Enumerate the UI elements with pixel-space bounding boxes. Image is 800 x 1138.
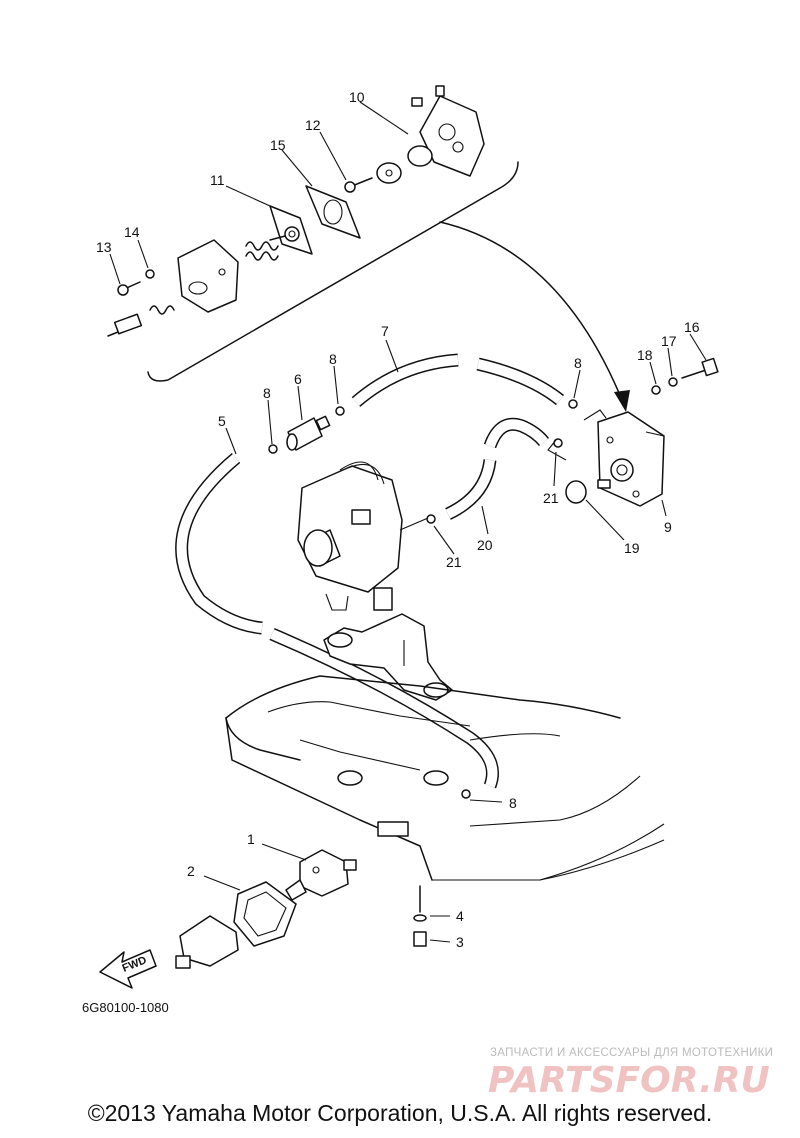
watermark-subtitle: ЗАПЧАСТИ И АКСЕССУАРЫ ДЛЯ МОТОТЕХНИКИ <box>490 1047 773 1059</box>
pump-valve-lower <box>107 313 143 337</box>
callout-4: 4 <box>456 908 464 924</box>
screw-12-part <box>344 177 373 193</box>
diaphragm-ring-part <box>407 145 433 167</box>
callout-17: 17 <box>661 333 677 349</box>
fuel-joint-part <box>285 849 357 901</box>
clip-21-b <box>426 514 436 524</box>
washer-14-part <box>145 269 155 279</box>
washer-17-part <box>668 377 678 387</box>
watermark: ЗАПЧАСТИ И АКСЕССУАРЫ ДЛЯ МОТОТЕХНИКИ PA… <box>488 1047 773 1101</box>
screw-13-part <box>117 281 141 296</box>
fuel-pump-exploded-inset <box>107 85 630 412</box>
callout-14: 14 <box>124 224 140 240</box>
callout-6: 6 <box>294 371 302 387</box>
watermark-brand: PARTSFOR.RU <box>488 1060 770 1101</box>
hose-7 <box>351 353 459 407</box>
pump-cover-part <box>411 85 485 177</box>
hose-main-to-tank <box>269 628 499 789</box>
check-valve-part <box>376 162 402 184</box>
pump-spring-lower <box>149 305 175 315</box>
callout-21-b: 21 <box>446 554 462 570</box>
clip-8-c <box>568 399 578 409</box>
clip-8-b <box>335 406 345 416</box>
callout-2: 2 <box>187 863 195 879</box>
hose-5 <box>175 453 263 635</box>
fuel-tank <box>225 675 665 881</box>
callout-19: 19 <box>624 540 640 556</box>
bolt-16-part <box>681 357 719 379</box>
callout-18: 18 <box>637 347 653 363</box>
callout-7: 7 <box>381 323 389 339</box>
washer-4-part <box>413 914 427 922</box>
callout-15: 15 <box>270 137 286 153</box>
hose-7b <box>476 357 565 406</box>
callout-labels: 10 12 15 11 14 13 7 8 6 8 5 8 18 17 16 9… <box>96 89 700 950</box>
callout-1: 1 <box>247 831 255 847</box>
pump-spring-upper <box>245 241 279 261</box>
clip-8-a <box>268 444 278 454</box>
fuel-pump-part <box>597 411 665 507</box>
callout-9: 9 <box>664 519 672 535</box>
callout-8-d: 8 <box>509 795 517 811</box>
bolt-3-part <box>413 885 427 947</box>
leader-lines <box>109 101 707 943</box>
hose-upper-bend <box>483 417 550 449</box>
diagram-code: 6G80100-1080 <box>82 1000 169 1015</box>
callout-10: 10 <box>349 89 365 105</box>
hose-20 <box>445 458 497 520</box>
fuel-filter-part <box>286 415 331 451</box>
callout-11: 11 <box>210 172 225 188</box>
callout-12: 12 <box>305 117 321 133</box>
fwd-arrow-icon: FWD <box>99 949 157 989</box>
fuel-connector <box>175 915 239 969</box>
pump-gasket-part <box>305 185 361 239</box>
callout-13: 13 <box>96 239 112 255</box>
seal-part <box>233 881 297 947</box>
pump-body-part <box>177 239 239 313</box>
callout-8-a: 8 <box>329 351 337 367</box>
callout-21-a: 21 <box>543 490 559 506</box>
callout-3: 3 <box>456 934 464 950</box>
copyright-notice: ©2013 Yamaha Motor Corporation, U.S.A. A… <box>87 1100 713 1126</box>
washer-18-part <box>651 385 661 395</box>
carburetor-part <box>297 461 403 611</box>
pump-diaphragm-part <box>269 205 313 255</box>
callout-5: 5 <box>218 413 226 429</box>
callout-20: 20 <box>477 537 493 553</box>
callout-16: 16 <box>684 319 700 335</box>
o-ring-19-part <box>565 480 587 504</box>
clip-8-d <box>461 789 471 799</box>
callout-8-b: 8 <box>263 385 271 401</box>
callout-8-c: 8 <box>574 355 582 371</box>
